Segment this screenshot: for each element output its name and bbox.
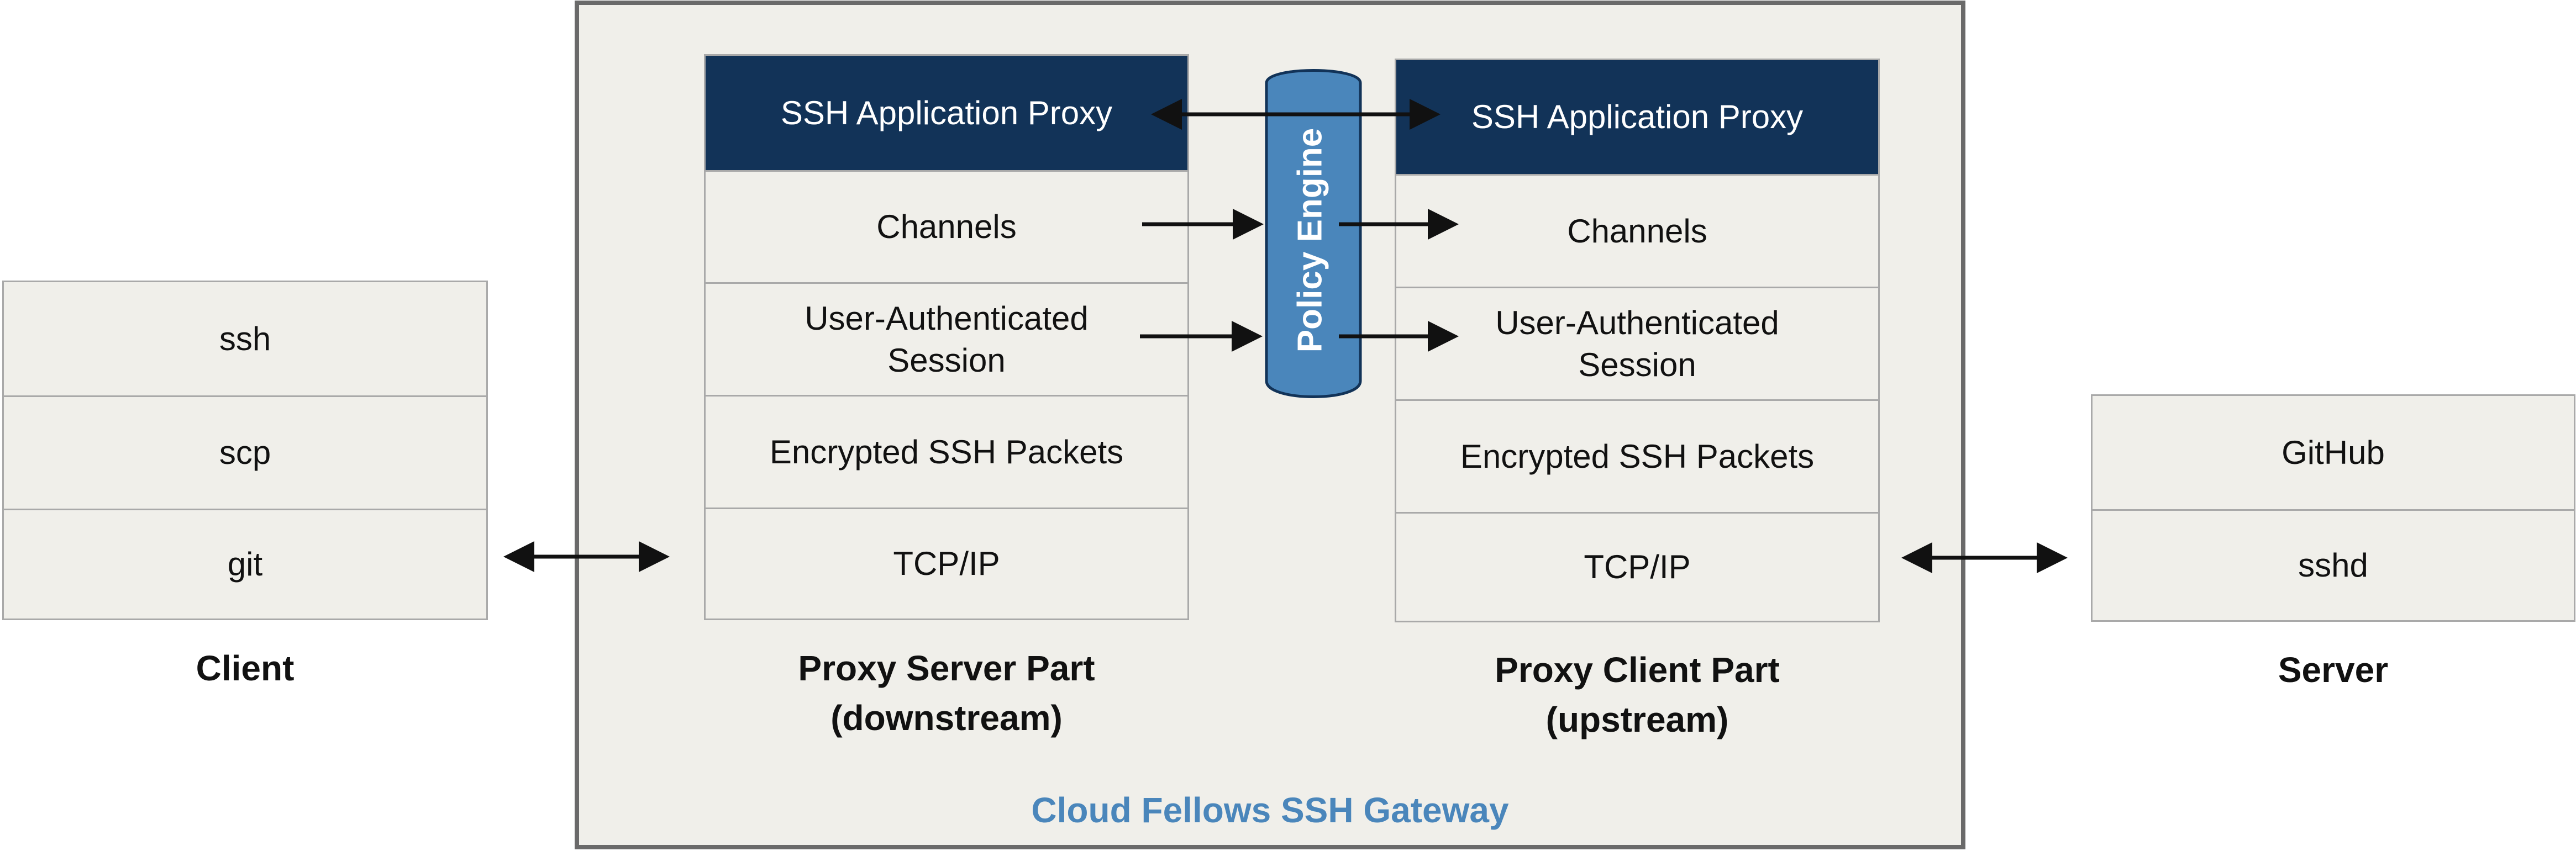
proxy-client-layer-tcpip: TCP/IP [1396, 512, 1878, 621]
proxy-client-layer-channels: Channels [1396, 174, 1878, 287]
proxy-server-stack: SSH Application Proxy Channels User-Auth… [704, 54, 1189, 620]
policy-engine: Policy Engine [1265, 69, 1362, 398]
proxy-server-layer-channels: Channels [706, 170, 1187, 282]
proxy-client-stack: SSH Application Proxy Channels User-Auth… [1395, 59, 1880, 622]
proxy-client-layer-session: User-Authenticated Session [1396, 287, 1878, 399]
gateway-label: Cloud Fellows SSH Gateway [1031, 790, 1509, 830]
proxy-server-label: Proxy Server Part (downstream) [798, 648, 1095, 738]
proxy-server-layer-app-proxy: SSH Application Proxy [706, 56, 1187, 170]
proxy-client-label: Proxy Client Part (upstream) [1495, 650, 1780, 739]
policy-engine-label: Policy Engine [1291, 128, 1329, 353]
server-label: Server [2278, 650, 2389, 690]
proxy-server-layer-tcpip: TCP/IP [706, 508, 1187, 619]
server-item-sshd: sshd [2093, 509, 2574, 620]
client-label: Client [196, 648, 295, 688]
proxy-client-layer-encrypted-packets: Encrypted SSH Packets [1396, 399, 1878, 512]
client-item-git: git [4, 509, 486, 619]
proxy-client-layer-app-proxy: SSH Application Proxy [1396, 60, 1878, 174]
client-stack: ssh scp git [2, 281, 488, 620]
proxy-server-layer-session: User-Authenticated Session [706, 282, 1187, 395]
proxy-server-layer-encrypted-packets: Encrypted SSH Packets [706, 395, 1187, 508]
server-stack: GitHub sshd [2091, 394, 2575, 622]
client-item-scp: scp [4, 395, 486, 509]
policy-engine-shape [1265, 69, 1362, 398]
server-item-github: GitHub [2093, 396, 2574, 509]
client-item-ssh: ssh [4, 282, 486, 395]
